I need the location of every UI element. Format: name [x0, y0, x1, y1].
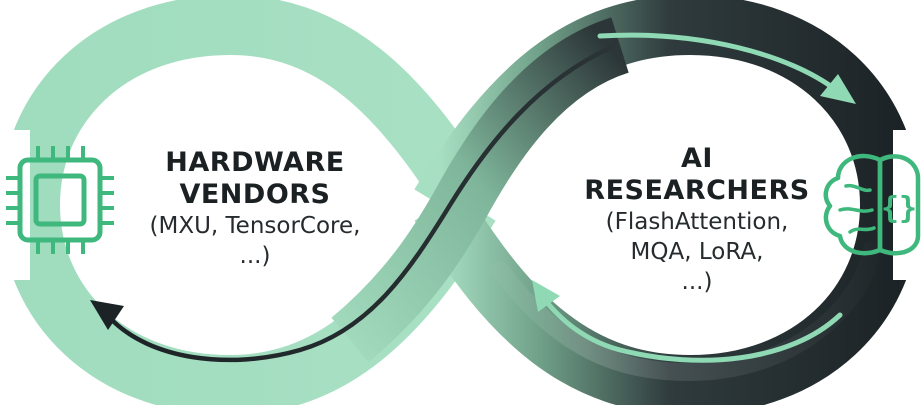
right-loop-highlight	[491, 241, 881, 382]
ai-researchers-title-line2: RESEARCHERS	[584, 175, 810, 206]
hardware-vendors-examples-line2: ...)	[239, 243, 271, 269]
ai-researchers-label: AI RESEARCHERS (FlashAttention, MQA, LoR…	[572, 143, 822, 297]
left-icon-panel	[0, 130, 30, 280]
ai-researchers-examples-line2: MQA, LoRA,	[630, 239, 764, 265]
ai-researchers-examples-line1: (FlashAttention,	[605, 209, 789, 235]
hardware-vendors-label: HARDWARE VENDORS (MXU, TensorCore, ...)	[120, 147, 390, 271]
code-braces-glyph: {}	[881, 191, 917, 226]
ai-researchers-examples-line3: ...)	[681, 269, 713, 295]
lower-right-arrow-line	[542, 297, 843, 363]
hardware-vendors-title-line2: VENDORS	[179, 179, 331, 210]
brain-code-icon: {}	[823, 153, 921, 256]
dark-flow-arrow-line	[107, 45, 613, 363]
upper-right-arrowhead	[820, 74, 856, 104]
lower-right-arrowhead	[532, 280, 560, 312]
upper-right-arrow-line	[597, 32, 839, 93]
cpu-chip-icon	[6, 146, 114, 254]
ai-researchers-title-line1: AI	[681, 143, 713, 174]
dark-flow-arrowhead	[90, 300, 124, 330]
hardware-vendors-title-line1: HARDWARE	[165, 147, 345, 178]
hardware-vendors-examples-line1: (MXU, TensorCore,	[149, 213, 361, 239]
